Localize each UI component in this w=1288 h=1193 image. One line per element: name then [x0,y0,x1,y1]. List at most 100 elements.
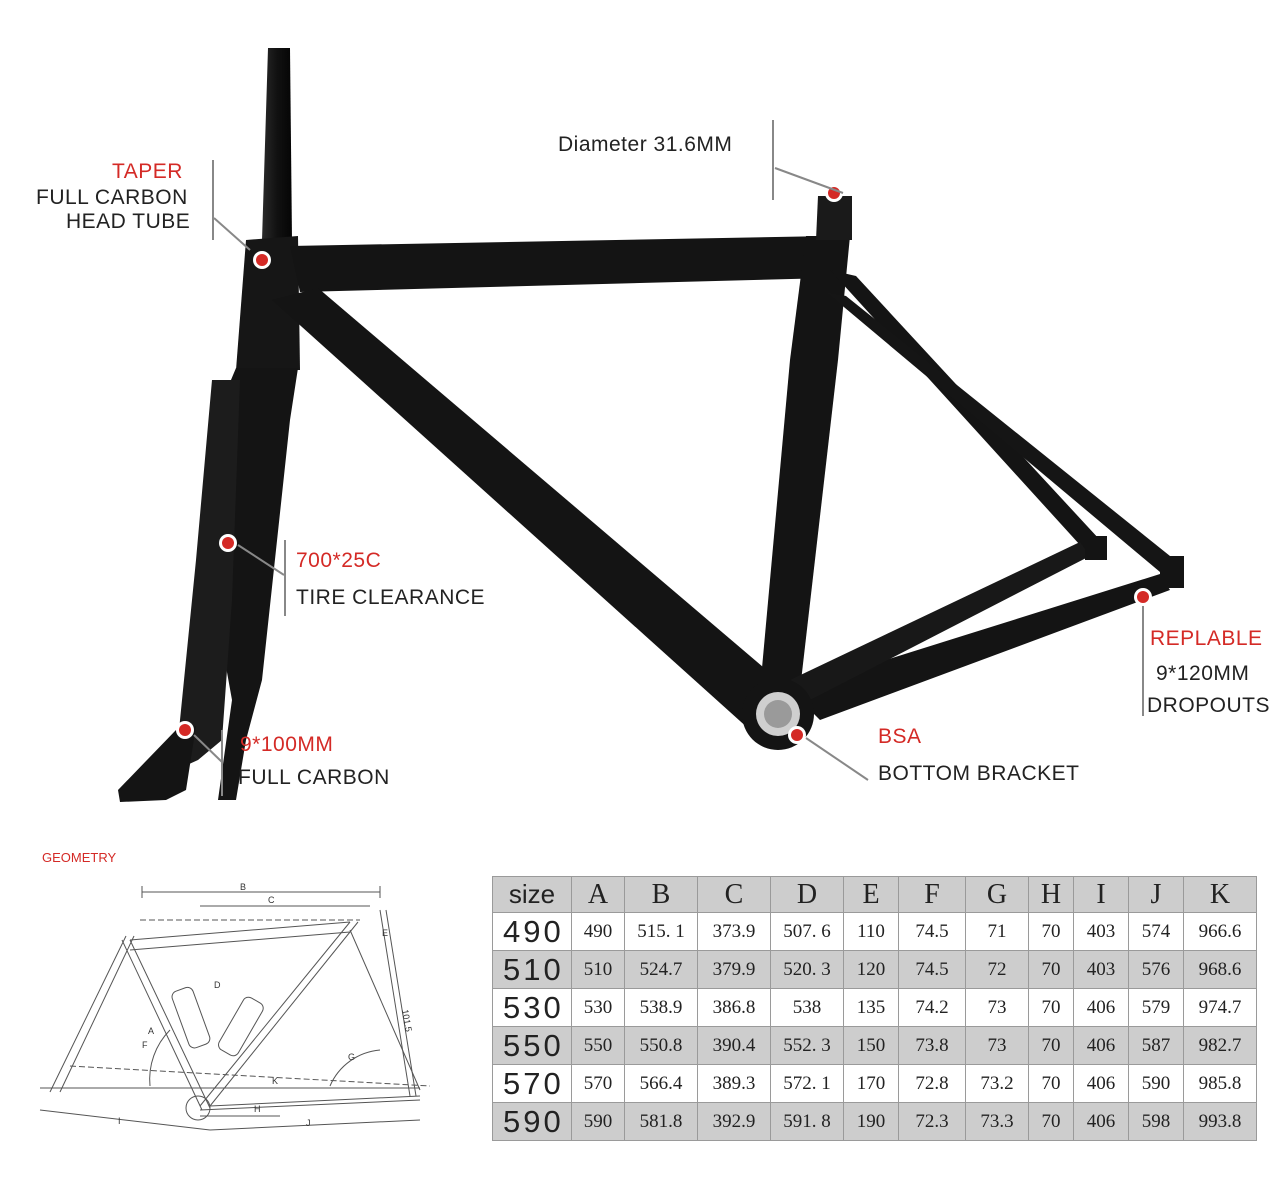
header-a: A [571,876,625,913]
table-cell: 530 [571,988,625,1027]
bike-frame-illustration [118,48,1184,802]
table-cell: 135 [843,988,899,1027]
taper-line1: FULL CARBON [36,186,188,209]
table-cell: 510 [571,950,625,989]
table-cell: 982.7 [1183,1026,1257,1065]
size-cell: 570 [492,1064,572,1103]
table-cell: 520. 3 [770,950,844,989]
size-cell: 550 [492,1026,572,1065]
table-cell: 110 [843,912,899,951]
header-size: size [492,876,572,913]
table-cell: 70 [1028,1026,1074,1065]
table-cell: 490 [571,912,625,951]
table-cell: 590 [1128,1064,1184,1103]
table-cell: 403 [1073,912,1129,951]
header-d: D [770,876,844,913]
table-cell: 591. 8 [770,1102,844,1141]
table-cell: 566.4 [624,1064,698,1103]
table-cell: 386.8 [697,988,771,1027]
table-cell: 570 [571,1064,625,1103]
table-cell: 550.8 [624,1026,698,1065]
header-k: K [1183,876,1257,913]
table-cell: 552. 3 [770,1026,844,1065]
table-cell: 170 [843,1064,899,1103]
geo-label-k: K [272,1076,278,1086]
table-cell: 406 [1073,1026,1129,1065]
tire-text: TIRE CLEARANCE [296,586,486,609]
table-cell: 581.8 [624,1102,698,1141]
dropouts-line2: DROPOUTS [1147,694,1271,717]
table-cell: 550 [571,1026,625,1065]
table-cell: 73.8 [898,1026,966,1065]
geometry-heading: GEOMETRY [42,850,117,865]
geo-label-b: B [240,882,246,892]
table-cell: 974.7 [1183,988,1257,1027]
table-cell: 572. 1 [770,1064,844,1103]
table-cell: 120 [843,950,899,989]
table-cell: 515. 1 [624,912,698,951]
table-header-row: size A B C D E F G H I J K [492,876,1257,913]
header-h: H [1028,876,1074,913]
table-cell: 538 [770,988,844,1027]
header-j: J [1128,876,1184,913]
table-cell: 72 [965,950,1029,989]
geo-label-j: J [306,1118,311,1128]
table-cell: 390.4 [697,1026,771,1065]
table-cell: 74.5 [898,950,966,989]
geo-label-c: C [268,895,275,905]
geo-label-f: F [142,1040,148,1050]
table-cell: 587 [1128,1026,1184,1065]
bsa-text: BOTTOM BRACKET [878,762,1080,785]
table-cell: 379.9 [697,950,771,989]
table-cell: 389.3 [697,1064,771,1103]
table-cell: 72.3 [898,1102,966,1141]
fork-axle-text: FULL CARBON [238,766,390,789]
table-cell: 74.5 [898,912,966,951]
table-cell: 73.2 [965,1064,1029,1103]
header-b: B [624,876,698,913]
size-cell: 530 [492,988,572,1027]
table-cell: 968.6 [1183,950,1257,989]
table-cell: 406 [1073,988,1129,1027]
table-cell: 579 [1128,988,1184,1027]
bsa-title: BSA [878,725,922,748]
table-cell: 73 [965,1026,1029,1065]
geo-label-dim: 101.5 [400,1009,414,1033]
taper-title: TAPER [112,160,183,183]
geo-label-g: G [348,1052,355,1062]
header-g: G [965,876,1029,913]
header-f: F [898,876,966,913]
table-cell: 73 [965,988,1029,1027]
geo-label-d: D [214,980,221,990]
header-e: E [843,876,899,913]
diameter-label: Diameter 31.6MM [558,133,733,156]
size-cell: 590 [492,1102,572,1141]
geo-label-e: E [382,928,388,938]
table-cell: 70 [1028,950,1074,989]
geo-label-a: A [148,1026,154,1036]
header-i: I [1073,876,1129,913]
table-cell: 72.8 [898,1064,966,1103]
table-cell: 590 [571,1102,625,1141]
table-cell: 507. 6 [770,912,844,951]
tire-title: 700*25C [296,549,382,572]
table-cell: 985.8 [1183,1064,1257,1103]
table-cell: 574 [1128,912,1184,951]
table-cell: 70 [1028,1102,1074,1141]
geo-label-h: H [254,1104,261,1114]
table-cell: 406 [1073,1064,1129,1103]
table-cell: 73.3 [965,1102,1029,1141]
geo-label-i: I [118,1116,121,1126]
table-cell: 598 [1128,1102,1184,1141]
size-cell: 510 [492,950,572,989]
table-cell: 392.9 [697,1102,771,1141]
table-cell: 150 [843,1026,899,1065]
table-cell: 70 [1028,912,1074,951]
